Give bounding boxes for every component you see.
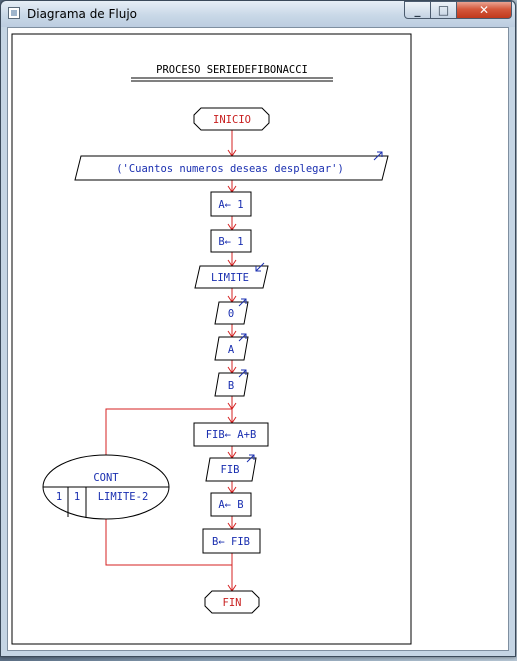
output-b	[214, 372, 249, 397]
output-a	[214, 336, 249, 361]
fib-sum-label: FIB← A+B	[206, 429, 257, 441]
assign-a-label: A← 1	[218, 199, 243, 211]
diagram-canvas: PROCESO SERIEDEFIBONACCI	[7, 27, 509, 651]
b-gets-fib-label: B← FIB	[212, 536, 250, 548]
fib-sum-process	[193, 422, 269, 447]
loop-step: 1	[74, 491, 80, 503]
output-a-label: A	[228, 344, 235, 356]
output-b-arrow-icon	[238, 369, 247, 378]
loop-end: LIMITE-2	[98, 491, 149, 503]
input-arrow-icon	[255, 262, 265, 272]
assign-b-process	[210, 229, 252, 253]
close-icon: ✕	[478, 3, 490, 17]
close-button[interactable]: ✕	[456, 1, 512, 19]
b-gets-fib-process	[202, 528, 261, 554]
maximize-button[interactable]: □	[430, 1, 457, 19]
start-label: INICIO	[213, 114, 251, 126]
app-icon	[8, 7, 20, 19]
output-zero	[214, 301, 249, 325]
minimize-button[interactable]: _	[404, 1, 431, 19]
end-label: FIN	[223, 597, 242, 609]
loop-label: CONT	[93, 472, 119, 484]
minimize-icon: _	[414, 3, 421, 17]
diagram-title: PROCESO SERIEDEFIBONACCI	[156, 64, 308, 76]
output-arrow-icon	[373, 151, 383, 161]
assign-a-process	[210, 191, 252, 217]
assign-b-label: B← 1	[218, 236, 243, 248]
prompt-output	[74, 155, 389, 181]
window-title: Diagrama de Flujo	[27, 7, 138, 21]
title-bar[interactable]: Diagrama de Flujo _ □ ✕	[1, 1, 515, 27]
start-terminal	[193, 107, 270, 131]
output-zero-label: 0	[228, 308, 234, 320]
prompt-label: ('Cuantos numeros deseas desplegar')	[116, 163, 344, 175]
limite-input	[194, 265, 269, 289]
a-gets-b-process	[210, 492, 252, 517]
output-b-label: B	[228, 380, 234, 392]
output-zero-arrow-icon	[238, 298, 247, 307]
limite-label: LIMITE	[211, 272, 249, 284]
maximize-icon: □	[437, 3, 450, 17]
end-terminal	[204, 590, 260, 614]
a-gets-b-label: A← B	[218, 499, 243, 511]
output-a-arrow-icon	[238, 333, 247, 342]
output-fib-arrow-icon	[246, 454, 255, 463]
output-fib-label: FIB	[221, 464, 240, 476]
flowchart: PROCESO SERIEDEFIBONACCI	[11, 33, 412, 645]
loop-start: 1	[56, 491, 62, 503]
output-fib	[205, 457, 257, 482]
page-frame	[11, 33, 412, 645]
